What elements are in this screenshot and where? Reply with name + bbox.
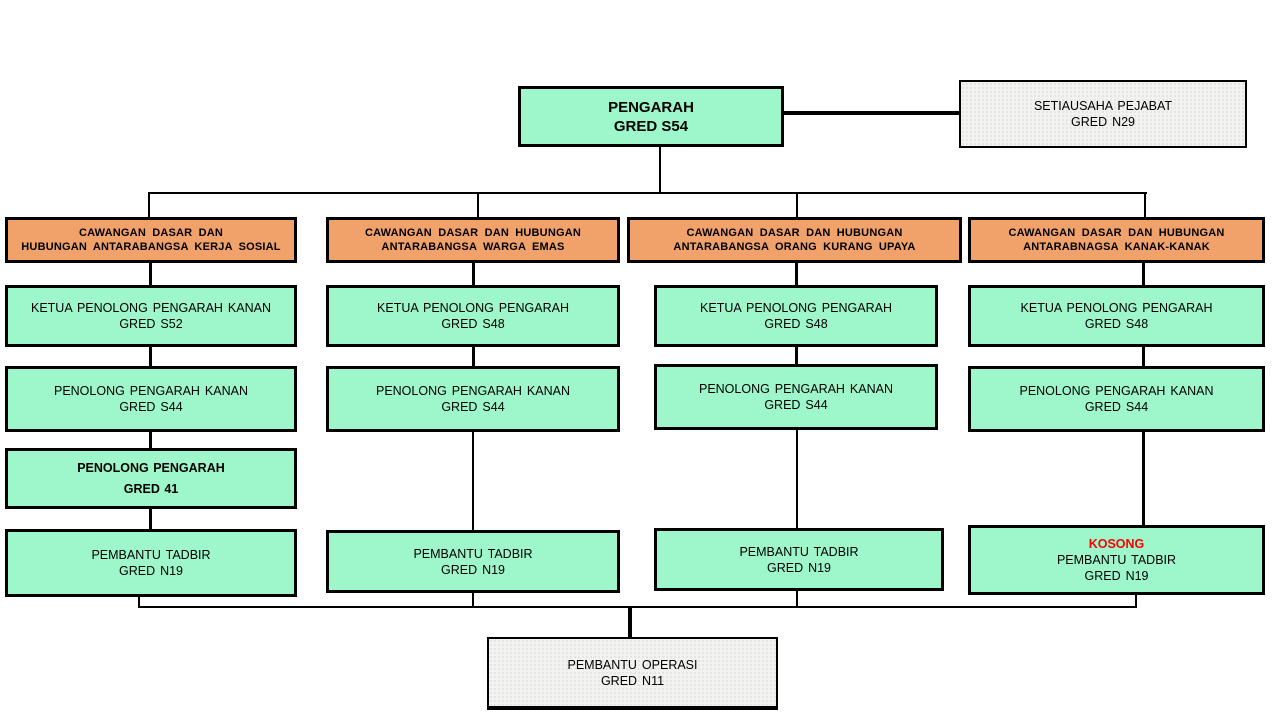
role-grade: GRED S48	[441, 317, 505, 331]
connector-bottom-horizontal	[138, 606, 1137, 608]
connector-director-down	[659, 147, 661, 193]
role-grade: GRED N19	[766, 560, 832, 575]
branch-3-header: CAWANGAN DASAR DAN HUBUNGAN ANTARABANGSA…	[627, 217, 962, 263]
role-title: KETUA PENOLONG PENGARAH	[1020, 301, 1213, 315]
role-title: KETUA PENOLONG PENGARAH	[377, 301, 569, 315]
secretary-box: SETIAUSAHA PEJABAT GRED N29	[959, 80, 1247, 148]
connector-b1-role3-role4	[149, 509, 152, 529]
role-grade: GRED N19	[118, 564, 184, 578]
connector-b1-header-role1	[149, 263, 152, 285]
connector-b4-role1-role2	[1142, 347, 1145, 366]
role-title: PENOLONG PENGARAH KANAN	[698, 382, 893, 396]
operations-grade: GRED N11	[600, 673, 665, 688]
branch-1-role-4: PEMBANTU TADBIR GRED N19	[5, 529, 297, 597]
vacancy-label: KOSONG	[1088, 537, 1145, 551]
branch-4-header-line2: ANTARABNAGSA KANAK-KANAK	[1023, 241, 1210, 253]
role-grade: GRED S44	[119, 400, 183, 414]
connector-b4-header-role1	[1142, 263, 1145, 285]
role-grade: GRED S44	[441, 400, 505, 414]
branch-1-role-3: PENOLONG PENGARAH GRED 41	[5, 448, 297, 509]
connector-b2-to-bottom	[472, 593, 474, 608]
branch-4-role-1: KETUA PENOLONG PENGARAH GRED S48	[968, 285, 1265, 347]
role-grade: GRED S48	[1084, 317, 1149, 331]
role-grade: GRED S48	[764, 317, 828, 331]
branch-2-header-line1: CAWANGAN DASAR DAN HUBUNGAN	[364, 227, 582, 239]
role-grade: GRED S44	[764, 398, 828, 412]
branch-3-role-1: KETUA PENOLONG PENGARAH GRED S48	[654, 285, 938, 347]
branch-4-header-line1: CAWANGAN DASAR DAN HUBUNGAN	[1008, 227, 1225, 239]
role-title: PENOLONG PENGARAH KANAN	[1019, 384, 1214, 398]
connector-b3-header-role1	[795, 263, 798, 285]
branch-3-role-3: PEMBANTU TADBIR GRED N19	[654, 528, 944, 591]
connector-b1-role1-role2	[149, 347, 152, 366]
branch-2-role-1: KETUA PENOLONG PENGARAH GRED S48	[326, 285, 620, 347]
secretary-grade: GRED N29	[1070, 115, 1136, 129]
branch-1-role-2: PENOLONG PENGARAH KANAN GRED S44	[5, 366, 297, 432]
role-title: KETUA PENOLONG PENGARAH	[700, 301, 892, 315]
branch-4-header: CAWANGAN DASAR DAN HUBUNGAN ANTARABNAGSA…	[968, 217, 1265, 263]
connector-b3-role2-role3	[796, 430, 798, 528]
branch-1-role-1: KETUA PENOLONG PENGARAH KANAN GRED S52	[5, 285, 297, 347]
role-title: PEMBANTU TADBIR	[1056, 553, 1177, 567]
connector-b3-to-bottom	[796, 591, 798, 608]
connector-drop-branch-2	[477, 192, 479, 218]
director-title: PENGARAH	[608, 98, 694, 116]
branch-1-header-line1: CAWANGAN DASAR DAN	[78, 227, 224, 239]
branch-3-header-line1: CAWANGAN DASAR DAN HUBUNGAN	[686, 227, 903, 239]
role-grade: GRED N19	[1084, 569, 1149, 583]
branch-3-header-line2: ANTARABANGSA ORANG KURANG UPAYA	[673, 241, 916, 253]
connector-b2-header-role1	[472, 263, 475, 285]
connector-bottom-drop	[628, 608, 632, 637]
role-title: KETUA PENOLONG PENGARAH KANAN	[31, 301, 271, 315]
connector-b1-to-bottom	[138, 597, 140, 608]
role-title: PENOLONG PENGARAH KANAN	[375, 384, 570, 398]
operations-title: PEMBANTU OPERASI	[567, 657, 698, 672]
branch-4-role-3: KOSONG PEMBANTU TADBIR GRED N19	[968, 525, 1265, 595]
connector-drop-branch-1	[148, 192, 150, 218]
role-grade: GRED S44	[1084, 400, 1149, 414]
director-grade: GRED S54	[613, 117, 689, 135]
role-title: PEMBANTU TADBIR	[91, 548, 211, 562]
connector-drop-branch-3	[796, 192, 798, 218]
branch-2-header-line2: ANTARABANGSA WARGA EMAS	[381, 241, 565, 253]
role-title: PENOLONG PENGARAH KANAN	[53, 384, 248, 398]
connector-b1-role2-role3	[149, 432, 152, 448]
secretary-title: SETIAUSAHA PEJABAT	[1033, 99, 1173, 113]
branch-2-header: CAWANGAN DASAR DAN HUBUNGAN ANTARABANGSA…	[326, 217, 620, 263]
operations-box: PEMBANTU OPERASI GRED N11	[487, 637, 778, 710]
connector-b2-role1-role2	[472, 347, 475, 366]
role-grade: GRED N19	[440, 562, 506, 577]
branch-4-role-2: PENOLONG PENGARAH KANAN GRED S44	[968, 366, 1265, 432]
connector-director-secretary	[784, 111, 959, 115]
role-title: PEMBANTU TADBIR	[739, 544, 859, 559]
role-title: PEMBANTU TADBIR	[413, 546, 533, 561]
connector-b4-role2-role3	[1142, 432, 1145, 525]
branch-2-role-2: PENOLONG PENGARAH KANAN GRED S44	[326, 366, 620, 432]
connector-b3-role1-role2	[795, 347, 798, 366]
connector-tree-horizontal	[149, 192, 1147, 194]
connector-b2-role2-role3	[472, 432, 474, 530]
role-grade: GRED S52	[119, 317, 183, 331]
connector-b4-to-bottom	[1135, 595, 1137, 608]
role-title: PENOLONG PENGARAH	[77, 460, 225, 475]
branch-1-header-line2: HUBUNGAN ANTARABANGSA KERJA SOSIAL	[21, 241, 281, 253]
director-box: PENGARAH GRED S54	[518, 86, 784, 147]
connector-drop-branch-4	[1144, 192, 1146, 218]
branch-3-role-2: PENOLONG PENGARAH KANAN GRED S44	[654, 364, 938, 430]
branch-2-role-3: PEMBANTU TADBIR GRED N19	[326, 530, 620, 593]
branch-1-header: CAWANGAN DASAR DAN HUBUNGAN ANTARABANGSA…	[5, 217, 297, 263]
role-grade: GRED 41	[123, 481, 179, 496]
